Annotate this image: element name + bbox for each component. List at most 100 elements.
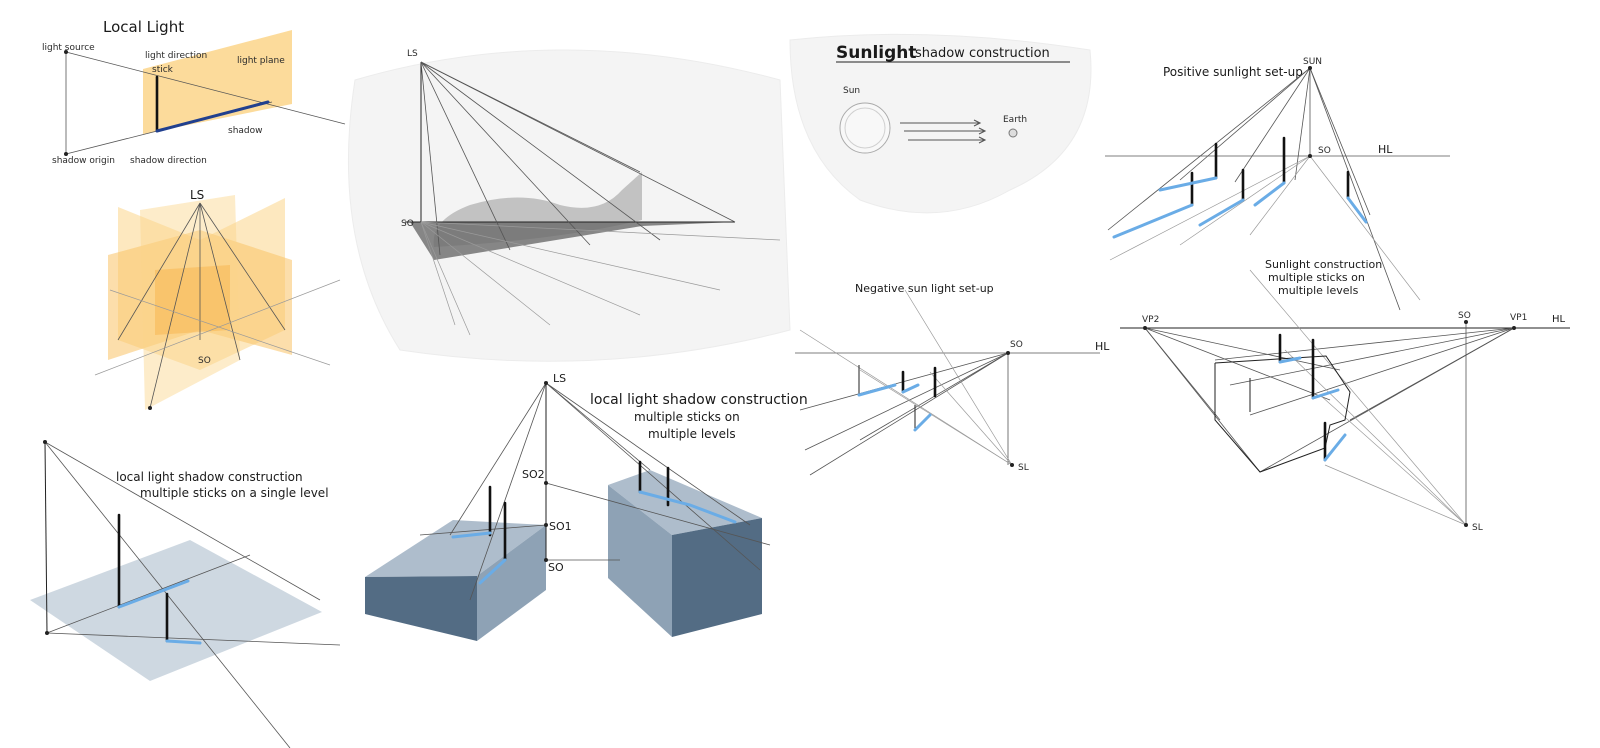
light-plane: [143, 30, 292, 134]
left-box-side: [477, 525, 546, 641]
sun-circle: [839, 102, 891, 154]
light-planes-fan: LS SO: [94, 188, 341, 410]
msun-shadow-1: [1278, 356, 1302, 364]
multi-so2-label: SO2: [522, 468, 545, 481]
msun-vp2-label: VP2: [1142, 315, 1159, 325]
cast-shadow: [410, 222, 735, 260]
multi-sunlight-diagram: Sunlight construction multiple sticks on…: [1120, 258, 1570, 533]
light-source-dot: [64, 50, 68, 54]
multi-sun-title-2: multiple sticks on: [1268, 271, 1365, 284]
multi-so-label: SO: [548, 561, 564, 574]
fan-end-dot: [148, 406, 152, 410]
local-light-diagram: Local Light light source light direction…: [42, 18, 346, 166]
positive-sun-rays: [1107, 67, 1401, 311]
label-light-source: light source: [42, 43, 95, 53]
curve-ls-label: LS: [407, 49, 418, 59]
multi-shadow-3: [638, 490, 737, 524]
fan-so-label: SO: [198, 356, 211, 366]
multi-sun-vp2-rays: [1144, 327, 1341, 473]
plane-d: [140, 195, 240, 410]
label-shadow-origin: shadow origin: [52, 156, 115, 166]
negative-sunlight-diagram: Negative sun light set-up SO HL SL: [795, 282, 1110, 476]
fan-ls-label: LS: [190, 188, 204, 202]
single-so-dot: [45, 631, 49, 635]
multi-sun-sl-rays: [1249, 269, 1467, 526]
curve-shadow-rays: [420, 221, 781, 336]
single-shadow-1: [117, 579, 190, 609]
msun-vp1-dot: [1512, 326, 1516, 330]
pos-shadow-5: [1346, 196, 1368, 224]
multi-so2-dot: [544, 481, 548, 485]
neg-sl-label: SL: [1018, 463, 1029, 473]
multi-sun-block: [1214, 355, 1351, 473]
sun-ring: [844, 107, 886, 149]
pos-sun-dot: [1308, 66, 1312, 70]
multi-sun-title-3: multiple levels: [1278, 284, 1359, 297]
neg-so-dot: [1006, 351, 1010, 355]
fan-ray-1: [149, 202, 201, 409]
multi-title-3: multiple levels: [648, 427, 736, 441]
label-light-plane: light plane: [237, 56, 285, 66]
single-level-diagram: local light shadow construction multiple…: [30, 440, 341, 748]
msun-so-label: SO: [1458, 311, 1471, 321]
single-title-2: multiple sticks on a single level: [140, 486, 329, 500]
earth-label: Earth: [1003, 115, 1027, 125]
single-ls-dot: [43, 440, 47, 444]
msun-hl-label: HL: [1552, 314, 1566, 325]
pos-shadow-4: [1253, 181, 1286, 207]
msun-vp1-label: VP1: [1510, 313, 1527, 323]
pos-so-dot: [1308, 154, 1312, 158]
fan-ray-2: [199, 202, 241, 361]
msun-vp2-dot: [1143, 326, 1147, 330]
label-light-direction: light direction: [145, 51, 207, 61]
curved-form-diagram: LS SO: [401, 49, 781, 336]
msun-sl-dot: [1464, 523, 1468, 527]
msun-so-dot: [1464, 320, 1468, 324]
plane-core: [155, 265, 230, 335]
pos-hl-label: HL: [1378, 143, 1393, 156]
multi-ls-dot: [544, 381, 548, 385]
multi-shadow-2: [478, 558, 507, 585]
local-light-title: Local Light: [103, 18, 184, 36]
fan-ray-4: [199, 202, 286, 331]
neg-so-label: SO: [1010, 340, 1023, 350]
single-ground-2: [46, 554, 251, 634]
fan-ground-1: [94, 279, 341, 376]
multi-sun-vp1-rays: [1214, 327, 1515, 473]
left-box-front: [365, 576, 477, 641]
single-ray-2: [44, 441, 321, 601]
shadow-stroke: [155, 100, 270, 133]
pos-so-label: SO: [1318, 146, 1331, 156]
single-ground-1: [46, 632, 341, 646]
multi-title-2: multiple sticks on: [634, 410, 740, 424]
multi-ls-label: LS: [553, 372, 566, 385]
msun-sl-label: SL: [1472, 523, 1483, 533]
label-stick: stick: [152, 65, 174, 75]
multi-rays: [419, 382, 771, 601]
single-title-1: local light shadow construction: [116, 470, 303, 484]
ground-plane: [30, 540, 322, 681]
fan-ray-3: [117, 202, 201, 341]
multi-so-dot: [544, 558, 548, 562]
single-vertical: [44, 441, 48, 634]
multi-so1-label: SO1: [549, 520, 572, 533]
positive-title: Positive sunlight set-up: [1163, 65, 1303, 79]
negative-rays-to-sl: [799, 289, 1013, 466]
pos-shadow-3: [1198, 198, 1245, 227]
pos-shadow-1: [1112, 203, 1194, 239]
neg-sl-dot: [1010, 463, 1014, 467]
msun-shadow-2: [1311, 388, 1340, 400]
fan-ground-2: [109, 289, 331, 366]
curve-so-label: SO: [401, 219, 414, 229]
sunlight-title-bold: Sunlight: [836, 43, 917, 63]
msun-shadow-3: [1323, 433, 1347, 462]
neg-shadow-1: [857, 383, 897, 397]
label-shadow: shadow: [228, 126, 263, 136]
neg-shadow-2: [901, 383, 920, 394]
sun-label: Sun: [843, 86, 860, 96]
pos-sun-label: SUN: [1303, 57, 1322, 67]
right-box-front: [608, 485, 672, 637]
label-shadow-direction: shadow direction: [130, 156, 207, 166]
sunlight-title-rest: shadow construction: [915, 46, 1050, 61]
